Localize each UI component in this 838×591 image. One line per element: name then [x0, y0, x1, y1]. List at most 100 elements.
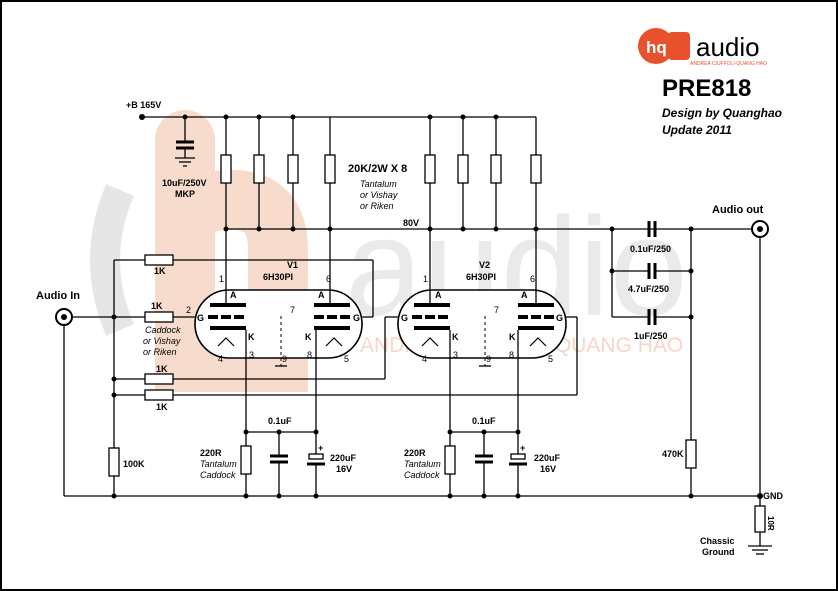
grid-resistor-value: 1K: [151, 301, 163, 311]
audio-out-label: Audio out: [712, 204, 764, 216]
brand-tagline: ANDREA CIUFFOLI-QUANG HAO: [690, 61, 767, 67]
b-plus-terminal: [139, 114, 145, 120]
bypass-electrolytic-cap: [308, 453, 324, 460]
tube-v2: V2 6H30PI A A 1 6 7 G G K K 4 3 8 5 9: [397, 260, 567, 432]
plate-resistor: [220, 154, 232, 184]
cathode-bar: [314, 326, 350, 330]
anode-plate: [414, 303, 450, 307]
tube-name: V2: [479, 260, 490, 270]
node-80v-label: 80V: [403, 218, 419, 228]
cathode-resistor: [444, 445, 456, 475]
cathode-resistor-note: Caddock: [404, 470, 440, 480]
tube-type: 6H30PI: [263, 272, 293, 282]
tube-type: 6H30PI: [466, 272, 496, 282]
feedback-resistor: [144, 254, 174, 266]
audio-out-jack-pin: [757, 226, 763, 232]
cathode-label: K: [452, 332, 459, 342]
ground-resistor: [754, 505, 766, 533]
pin-label: 5: [548, 354, 553, 364]
designer-credit: Design by Quanghao: [662, 106, 782, 120]
cross-resistor-value: 1K: [156, 364, 168, 374]
grid-label: G: [556, 313, 563, 323]
grid-left: [208, 315, 244, 319]
watermark-h-shape: [155, 110, 308, 392]
grid-resistor-note: or Riken: [143, 347, 177, 357]
node-80v: 80V: [223, 218, 760, 232]
grid-resistor-note: Caddock: [145, 325, 181, 335]
pin-label: 1: [423, 274, 428, 284]
plate-resistor: [457, 154, 469, 184]
pin-label: 8: [509, 350, 514, 360]
brand-word: audio: [696, 32, 760, 62]
cathode-resistor: [240, 445, 252, 475]
pin-label: 9: [282, 354, 287, 364]
cathode-network-v2: 220R Tantalum Caddock 0.1uF + 220uF 16V: [404, 416, 561, 496]
cross-resistor: [144, 373, 174, 385]
polarity-mark: +: [318, 443, 323, 453]
bypass-electrolytic-value: 220uF: [534, 453, 561, 463]
output-bleed-value: 470K: [662, 449, 684, 459]
polarity-mark: +: [520, 443, 525, 453]
input-stage: Audio In 1K Caddock or Vishay or Riken 1…: [36, 254, 578, 496]
plate-resistor: [287, 154, 299, 184]
chassis-label: Chassic: [700, 536, 735, 546]
cathode-resistor-note: Caddock: [200, 470, 236, 480]
tube-envelope: [397, 289, 567, 359]
output-cap-value: 1uF/250: [634, 331, 668, 341]
plate-resistor: [253, 154, 265, 184]
b-plus-label: +B 165V: [126, 100, 161, 110]
anode-label: A: [318, 290, 325, 300]
cathode-network-v1: 220R Tantalum Caddock 0.1uF + 220uF 16V: [200, 416, 357, 496]
pin-label: 6: [326, 274, 331, 284]
pin-label: 7: [494, 305, 499, 315]
pin-label: 4: [218, 354, 223, 364]
ground-resistor-value: 10R: [766, 516, 775, 531]
cathode-resistor-note: Tantalum: [200, 459, 237, 469]
grid-right: [314, 315, 350, 319]
anode-plate: [314, 303, 350, 307]
plate-resistor-alt: or Vishay: [360, 190, 398, 200]
feedback-resistor-value: 1K: [154, 266, 166, 276]
tube-envelope: [194, 289, 363, 359]
brand-logo-block: [668, 32, 690, 60]
plate-resistor: [530, 154, 542, 184]
output-stage: 0.1uF/250 4.7uF/250 1uF/250 470K Audio o…: [609, 204, 784, 557]
cathode-label: K: [509, 332, 516, 342]
plate-resistors: 20K/2W X 8 Tantalum or Vishay or Riken: [220, 117, 542, 290]
pin-label: 4: [422, 354, 427, 364]
pin-label: 8: [307, 350, 312, 360]
model-title: PRE818: [662, 75, 751, 102]
cathode-bar: [414, 326, 450, 330]
cathode-label: K: [248, 332, 255, 342]
cathode-bar: [210, 326, 246, 330]
bypass-film-value: 0.1uF: [268, 416, 292, 426]
plate-resistor-value: 20K/2W X 8: [348, 163, 407, 175]
supply-cap-value: 10uF/250V: [162, 178, 207, 188]
heater-icon: [325, 337, 343, 347]
cathode-resistor-value: 220R: [200, 448, 222, 458]
heater-icon: [421, 337, 439, 347]
bypass-electrolytic-cap: [510, 453, 526, 460]
heater-icon: [529, 337, 547, 347]
cathode-resistor-value: 220R: [404, 448, 426, 458]
brand-logo-icon: [638, 28, 674, 64]
cathode-resistor-note: Tantalum: [404, 459, 441, 469]
grid-resistor: [144, 311, 174, 323]
cross-resistor-value: 1K: [156, 402, 168, 412]
cathode-label: K: [305, 332, 312, 342]
anode-label: A: [435, 290, 442, 300]
anode-label: A: [521, 290, 528, 300]
grid-left: [412, 315, 448, 319]
bypass-electrolytic-value: 220uF: [330, 453, 357, 463]
grid-label: G: [197, 313, 204, 323]
output-bleed-resistor: [685, 439, 697, 469]
cross-resistor: [144, 389, 174, 401]
pin-label: 1: [219, 274, 224, 284]
anode-plate: [210, 303, 246, 307]
pin-label: 2: [186, 305, 191, 315]
tube-name: V1: [287, 260, 298, 270]
output-cap-value: 4.7uF/250: [628, 284, 669, 294]
